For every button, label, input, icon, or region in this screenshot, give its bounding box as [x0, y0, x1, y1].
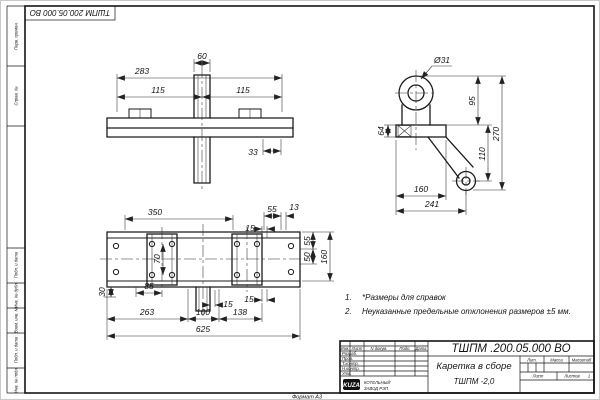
dim-15-bottom-a: 15	[244, 294, 254, 304]
margin-labels: Перв. примен. Справ. № Подп. и дата Инв.…	[14, 22, 19, 393]
company-name-line1: КОТЕЛЬНЫЙ	[364, 380, 390, 385]
tb-part-name: Каретка в сборе	[436, 361, 511, 372]
notes: 1. *Размеры для справок 2. Неуказанные п…	[344, 293, 571, 316]
dim-138: 138	[233, 307, 247, 317]
dim-625: 625	[196, 324, 210, 334]
margin-label-inv-podl: Инв. № подл.	[14, 367, 19, 393]
tb-col-data: Дата	[414, 346, 427, 351]
dim-15-bottom-b: 15	[223, 299, 233, 309]
dim-115-right: 115	[236, 85, 250, 95]
dim-dia31: Ø31	[433, 55, 450, 65]
tb-col-izm: Изм.	[341, 346, 350, 351]
margin-label-perv: Перв. примен.	[14, 22, 19, 50]
company-name-line2: ЗАВОД РЭП	[364, 386, 389, 391]
dim-60: 60	[197, 51, 207, 61]
tb-lit-label: Лит.	[526, 358, 537, 363]
note-1-text: *Размеры для справок	[362, 293, 447, 302]
dim-70: 70	[152, 254, 162, 264]
tb-masshtab-label: Масштаб	[572, 358, 592, 363]
tb-massa-label: Масса	[550, 358, 563, 363]
company-logo: KUZA КОТЕЛЬНЫЙ ЗАВОД РЭП	[343, 379, 390, 391]
tb-designation: ТШПМ .200.05.000 ВО	[451, 343, 570, 355]
margin-label-podp1: Подп. и дата	[14, 251, 19, 278]
note-1-num: 1.	[345, 293, 352, 302]
note-2-num: 2.	[344, 307, 352, 316]
side-view: Ø31 64 95 110 270 160 241	[376, 55, 506, 215]
dim-115-left: 115	[151, 85, 165, 95]
bolt-holes	[112, 240, 295, 279]
tb-row-tkontr: Т.контр.	[342, 361, 359, 366]
margin-label-vzam: Взам. инв. №	[14, 307, 19, 333]
dim-270: 270	[491, 127, 501, 142]
title-block: Изм. Лист N докум. Подп. Дата Разраб. Пр…	[339, 340, 595, 394]
dim-263: 263	[139, 307, 154, 317]
dim-13: 13	[289, 202, 299, 212]
dim-110: 110	[477, 147, 487, 161]
note-2-text: Неуказанные предельные отклонения размер…	[362, 307, 571, 316]
dim-241: 241	[424, 199, 439, 209]
dim-160-side: 160	[414, 184, 428, 194]
tb-list-label: Лист	[532, 374, 544, 379]
tb-listov-value: 1	[588, 374, 590, 379]
tb-row-razrab: Разраб.	[342, 351, 357, 356]
dim-95: 95	[467, 96, 477, 106]
dim-85: 85	[144, 281, 154, 291]
plan-view: 350 55 13 15 55 50 160 70 85 30	[97, 202, 334, 340]
dim-30: 30	[97, 287, 107, 297]
tb-col-podp: Подп.	[399, 346, 410, 351]
tb-listov-label: Листов	[563, 374, 580, 379]
dim-50: 50	[302, 252, 312, 262]
tb-row-nkontr: Н.контр.	[342, 366, 360, 371]
margin-label-inv-dubl: Инв. № дубл.	[14, 282, 19, 308]
dim-283: 283	[134, 66, 149, 76]
dim-64: 64	[376, 126, 386, 136]
tb-col-list: Лист	[351, 346, 363, 351]
dim-55-right: 55	[302, 236, 312, 246]
margin-label-podp2: Подп. и дата	[14, 336, 19, 363]
tb-row-prov: Пров.	[342, 356, 353, 361]
top-stamp-text: ТШПМ 200.05.000 ВО	[30, 8, 111, 17]
tb-row-utv: Утв.	[342, 371, 352, 376]
tb-part-variant: ТШПМ -2,0	[454, 377, 495, 386]
tb-col-docnum: N докум.	[371, 346, 388, 351]
dim-33: 33	[248, 147, 258, 157]
front-view: 60 283 115 115 33	[106, 51, 294, 192]
format-label: Формат А3	[292, 395, 323, 400]
margin-label-sprav: Справ. №	[14, 86, 19, 105]
dim-350: 350	[148, 207, 162, 217]
dim-160-plan: 160	[319, 250, 329, 264]
dim-55-top: 55	[267, 204, 277, 214]
dim-15-top: 15	[245, 223, 255, 233]
company-logo-text: KUZA	[343, 383, 360, 389]
top-stamp: ТШПМ 200.05.000 ВО	[24, 5, 116, 21]
dim-100: 100	[196, 307, 210, 317]
